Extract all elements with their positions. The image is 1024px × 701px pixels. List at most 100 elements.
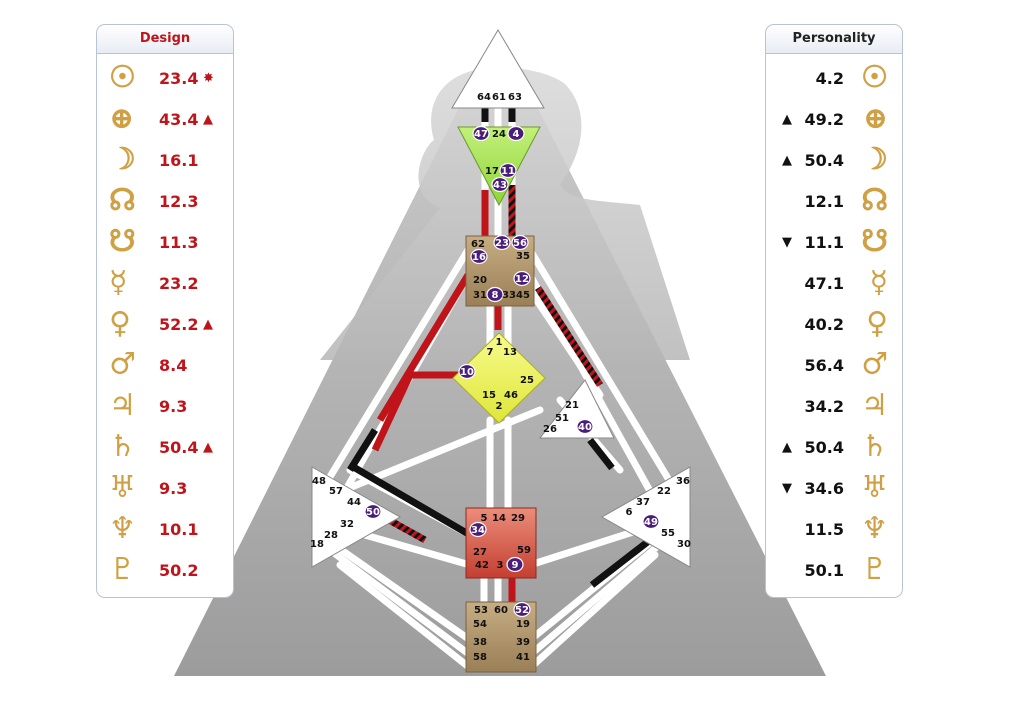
- gate-line-value: 11.3: [159, 233, 199, 252]
- gate-line-value: 43.4: [159, 110, 199, 129]
- gate-line-value: 12.3: [159, 192, 199, 211]
- planet-glyph-icon: ☽: [109, 142, 136, 177]
- planet-glyph-icon: ♂: [109, 347, 136, 382]
- gate-line-value: 11.5: [804, 520, 844, 539]
- gate-number: 40: [578, 422, 592, 433]
- gate-number: 53: [474, 605, 488, 616]
- planet-glyph-icon: ♇: [109, 552, 136, 587]
- gate-number: 44: [347, 497, 361, 508]
- personality-row: ♅ 34.6 ▼: [766, 468, 902, 509]
- design-panel-title: Design: [97, 25, 233, 54]
- gate-highlight-marker: [513, 601, 531, 618]
- gate-number: 15: [482, 390, 496, 401]
- gate-number: 24: [492, 129, 506, 140]
- gate-number: 42: [475, 560, 489, 571]
- gate-line-value: 23.4: [159, 69, 199, 88]
- gate-line-value: 52.2: [159, 315, 199, 334]
- gate-number: 54: [473, 619, 487, 630]
- gate-number: 29: [511, 513, 525, 524]
- planet-glyph-icon: ☋: [861, 224, 888, 259]
- gate-number: 30: [677, 539, 691, 550]
- gate-number: 16: [472, 252, 486, 263]
- gate-number: 34: [471, 525, 485, 536]
- gate-number: 1: [496, 337, 503, 348]
- gate-number: 4: [513, 129, 520, 140]
- fixing-mark-icon: ▲: [203, 112, 213, 127]
- gate-line-value: 12.1: [804, 192, 844, 211]
- gate-line-value: 50.2: [159, 561, 199, 580]
- gate-number: 52: [515, 605, 529, 616]
- g-center: [452, 332, 546, 424]
- planet-glyph-icon: ♀: [866, 306, 888, 341]
- design-row: ♂8.4: [97, 345, 233, 386]
- planet-glyph-icon: ☿: [869, 265, 888, 300]
- gate-line-value: 10.1: [159, 520, 199, 539]
- planet-glyph-icon: ♆: [861, 511, 888, 546]
- gate-line-value: 34.2: [804, 397, 844, 416]
- gate-number: 47: [474, 129, 488, 140]
- design-row: ☉23.4✸: [97, 58, 233, 99]
- personality-row: ☋ 11.1 ▼: [766, 222, 902, 263]
- design-row: ♃9.3: [97, 386, 233, 427]
- gate-highlight-marker: [469, 521, 487, 538]
- planet-glyph-icon: ♅: [861, 470, 888, 505]
- gate-line-value: 11.1: [804, 233, 844, 252]
- planet-glyph-icon: ☉: [109, 60, 136, 95]
- personality-row: ♇50.1: [766, 550, 902, 591]
- planet-glyph-icon: ♄: [861, 429, 888, 464]
- gate-number: 39: [516, 637, 530, 648]
- gate-number: 27: [473, 547, 487, 558]
- gate-highlight-marker: [642, 513, 660, 530]
- activated-channels: [347, 105, 653, 605]
- gate-line-value: 34.6: [804, 479, 844, 498]
- gate-highlight-marker: [499, 162, 517, 179]
- gate-number: 59: [517, 545, 531, 556]
- ajna-center: [457, 126, 541, 207]
- planet-glyph-icon: ♂: [861, 347, 888, 382]
- personality-row: ♆ 11.5: [766, 509, 902, 550]
- gate-number: 17: [485, 166, 499, 177]
- gate-highlight-marker: [576, 418, 594, 435]
- design-row: ☽16.1: [97, 140, 233, 181]
- planet-glyph-icon: ☋: [109, 224, 136, 259]
- fixing-mark-icon: ▲: [782, 153, 792, 168]
- design-row: ☋ 11.3: [97, 222, 233, 263]
- personality-row: ♂56.4: [766, 345, 902, 386]
- gate-number: 20: [473, 275, 487, 286]
- gate-number: 50: [366, 507, 380, 518]
- gate-line-value: 50.1: [804, 561, 844, 580]
- head-center: [451, 29, 545, 109]
- gate-number: 6: [626, 507, 633, 518]
- gate-line-value: 9.3: [159, 397, 188, 416]
- gate-number: 5: [481, 513, 488, 524]
- design-row: ♇ 50.2: [97, 550, 233, 591]
- fixing-mark-icon: ▼: [782, 481, 792, 496]
- planet-glyph-icon: ♄: [109, 429, 136, 464]
- personality-row: ☿47.1: [766, 263, 902, 304]
- design-row: ♄50.4▲: [97, 427, 233, 468]
- gate-highlight-marker: [486, 286, 504, 303]
- personality-row: ♀40.2: [766, 304, 902, 345]
- planet-glyph-icon: ♅: [109, 470, 136, 505]
- design-row: ☊ 12.3: [97, 181, 233, 222]
- planet-glyph-icon: ☊: [109, 183, 136, 218]
- gate-number: 62: [471, 239, 485, 250]
- gate-number: 23: [495, 238, 509, 249]
- gate-number: 45: [516, 290, 530, 301]
- gate-highlight-marker: [511, 234, 529, 251]
- gate-number: 41: [516, 652, 530, 663]
- gate-number: 9: [512, 560, 519, 571]
- gate-number: 12: [515, 274, 529, 285]
- gate-highlight-marker: [472, 125, 490, 142]
- gate-highlight-marker: [493, 234, 511, 251]
- planet-glyph-icon: ♀: [109, 306, 131, 341]
- gate-number: 32: [340, 519, 354, 530]
- fixing-mark-icon: ▼: [782, 235, 792, 250]
- gate-number: 48: [312, 476, 326, 487]
- gate-number: 55: [661, 528, 675, 539]
- gate-number: 35: [516, 251, 530, 262]
- sacral-center: [465, 507, 537, 579]
- gate-line-value: 50.4: [804, 438, 844, 457]
